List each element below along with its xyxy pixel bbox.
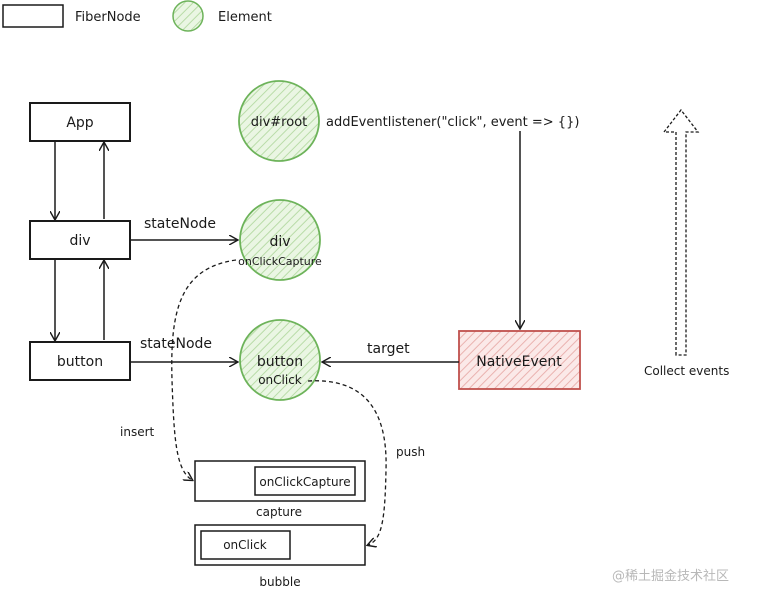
fiber-app-node: App	[29, 102, 131, 142]
statenode-div-label: stateNode	[144, 216, 216, 232]
native-event-node: NativeEvent	[458, 330, 581, 390]
fiber-app-label: App	[66, 115, 93, 131]
statenode-button-label: stateNode	[140, 336, 212, 352]
capture-queue: onClickCapture	[194, 460, 366, 502]
element-button: button onClick	[239, 319, 321, 401]
fiber-div-label: div	[69, 233, 90, 249]
element-div-label: div	[269, 234, 290, 250]
element-button-label: button	[257, 354, 303, 370]
legend: FiberNode Element	[2, 0, 272, 32]
fiber-div-node: div	[29, 220, 131, 260]
dashed-push-path	[307, 380, 387, 545]
bubble-label: bubble	[259, 575, 300, 589]
capture-label: capture	[256, 505, 302, 519]
collect-events-arrow-icon	[662, 108, 700, 356]
element-root: div#root	[238, 80, 320, 162]
native-event-label: NativeEvent	[476, 354, 562, 370]
add-listener-label: addEventlistener("click", event => {})	[326, 115, 579, 130]
insert-label: insert	[120, 425, 155, 439]
dashed-insert-path	[171, 259, 237, 480]
capture-item-label: onClickCapture	[259, 475, 350, 489]
element-div-prop: onClickCapture	[238, 255, 322, 268]
legend-element-swatch	[172, 0, 204, 32]
element-root-label: div#root	[251, 115, 308, 130]
bubble-item	[200, 530, 291, 560]
capture-item	[254, 466, 356, 496]
fiber-button-node: button	[29, 341, 131, 381]
watermark: @稀土掘金技术社区	[612, 568, 729, 584]
collect-events-label: Collect events	[644, 364, 729, 378]
bubble-queue: onClick	[194, 524, 366, 566]
element-div: div onClickCapture	[238, 199, 322, 281]
push-label: push	[396, 445, 425, 459]
element-button-prop: onClick	[258, 373, 302, 387]
fiber-button-label: button	[57, 354, 103, 370]
legend-fibernode-swatch	[2, 4, 64, 28]
legend-fibernode-label: FiberNode	[75, 10, 141, 25]
target-label: target	[367, 341, 410, 357]
bubble-item-label: onClick	[223, 538, 267, 552]
legend-element-label: Element	[218, 10, 272, 25]
